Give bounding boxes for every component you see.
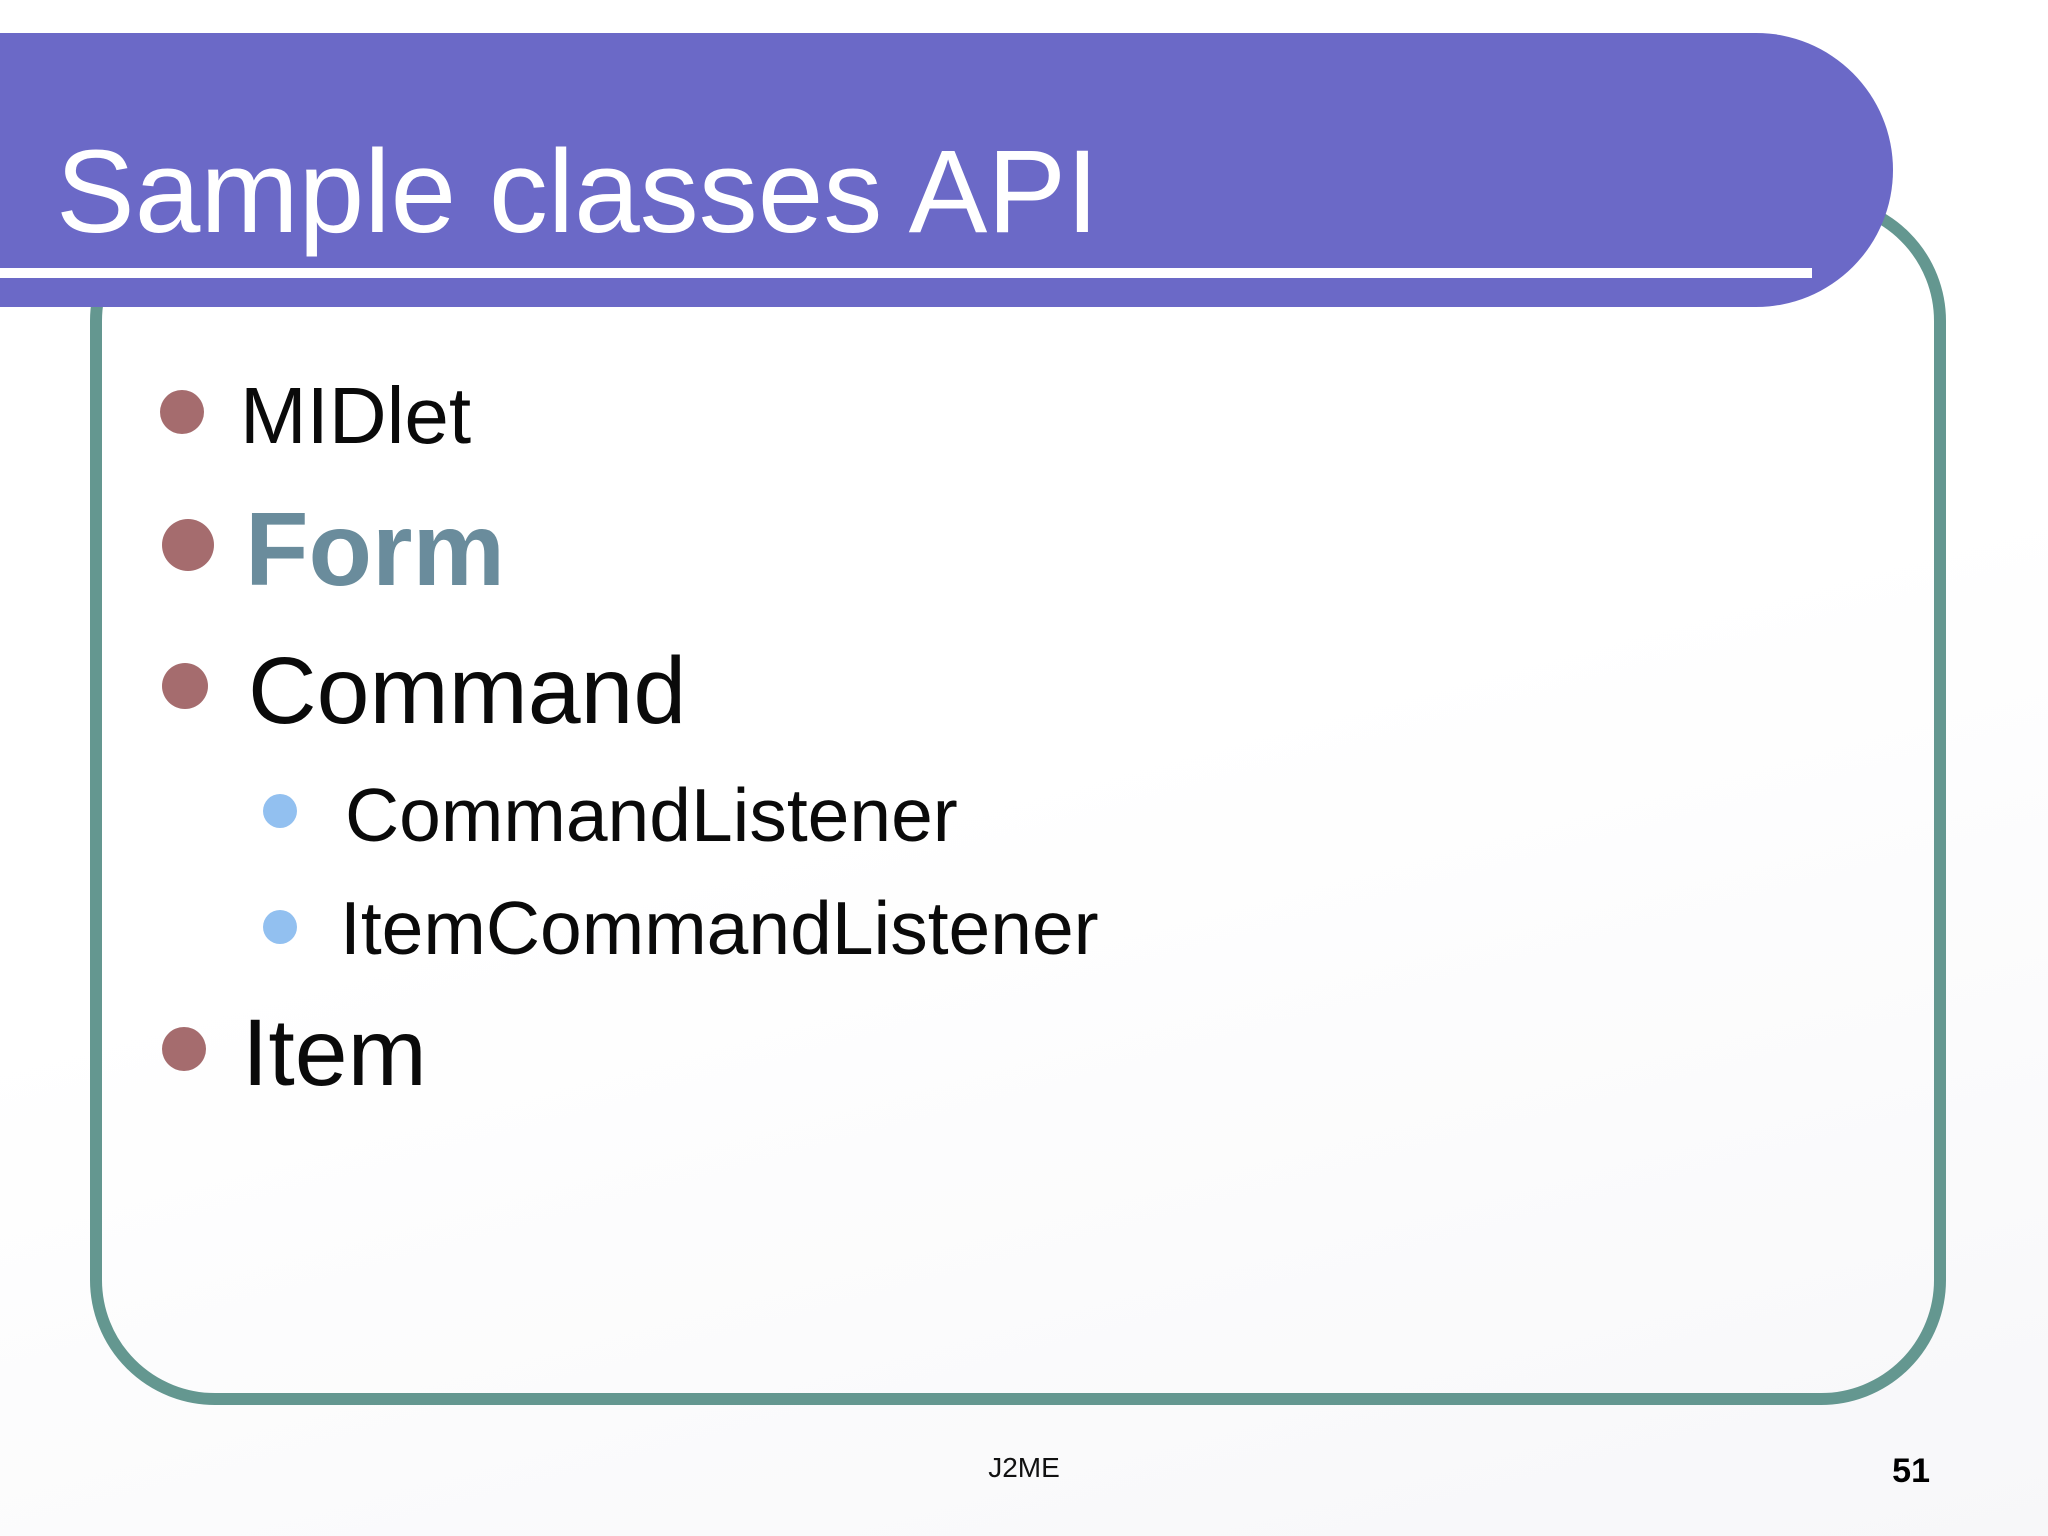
list-item-command: Command — [162, 637, 686, 746]
slide-title: Sample classes API — [56, 126, 1099, 258]
list-item-label: ItemCommandListener — [340, 886, 1099, 970]
page-number: 51 — [1892, 1452, 1930, 1490]
list-item-form: Form — [162, 491, 505, 611]
bullet-icon — [162, 519, 214, 571]
list-item-label: Item — [242, 1000, 427, 1106]
list-item-label: Command — [248, 638, 687, 744]
bullet-icon — [162, 1027, 206, 1071]
list-item-label: CommandListener — [345, 773, 958, 857]
list-item-itemcommandlistener: ItemCommandListener — [263, 885, 1099, 971]
bullet-icon — [162, 663, 208, 709]
list-item-midlet: MIDlet — [160, 370, 471, 462]
list-item-commandlistener: CommandListener — [263, 772, 958, 858]
sub-bullet-icon — [263, 794, 297, 828]
bullet-icon — [160, 390, 204, 434]
list-item-label: MIDlet — [240, 371, 472, 460]
footer-text: J2ME — [988, 1452, 1060, 1483]
sub-bullet-icon — [263, 910, 297, 944]
title-underline — [0, 268, 1812, 278]
list-item-label: Form — [245, 492, 505, 608]
title-banner: Sample classes API — [0, 33, 1893, 307]
list-item-item: Item — [162, 999, 427, 1108]
